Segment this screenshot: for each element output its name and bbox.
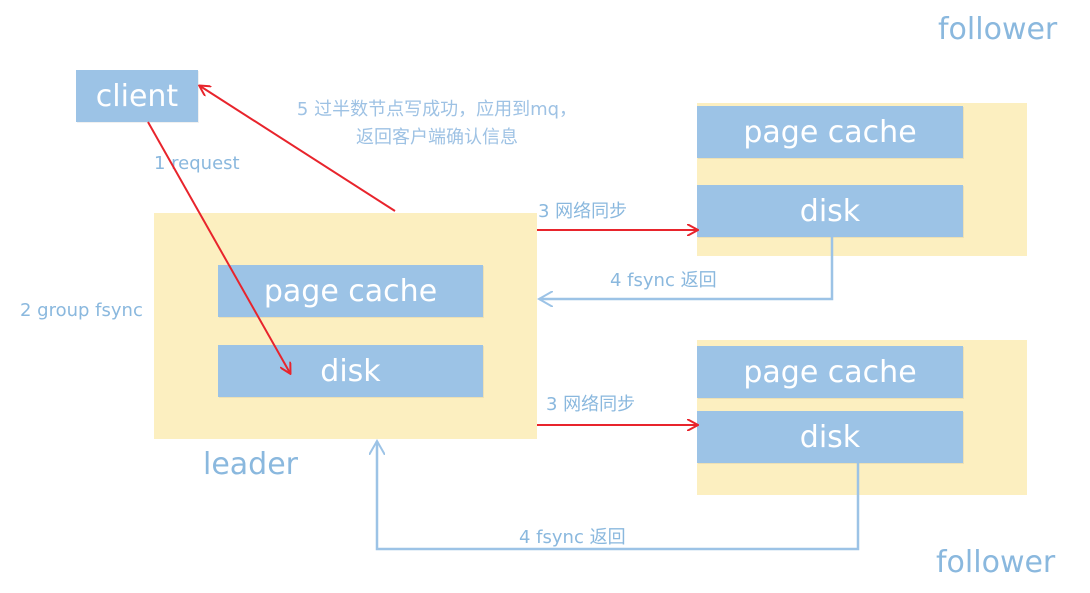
step-fsync-return-bottom-label: 4 fsync 返回	[519, 527, 626, 548]
arrow-request	[147, 121, 290, 373]
arrow-fsync-return-top	[539, 237, 834, 299]
step-ack-line1: 5 过半数节点写成功，应用到mq，	[296, 99, 578, 120]
step-sync-top-label: 3 网络同步	[538, 201, 628, 222]
leader-page-cache: page cache	[218, 265, 483, 317]
follower-label-top: follower	[938, 12, 1058, 47]
arrow-ack	[200, 86, 396, 212]
arrow-fsync-return-bottom	[377, 441, 860, 551]
client-box: client	[76, 70, 198, 122]
step-group-fsync-label: 2 group fsync	[20, 300, 143, 321]
step-sync-bottom-label: 3 网络同步	[546, 394, 636, 415]
follower-top-disk: disk	[697, 185, 963, 237]
follower-top-page-cache: page cache	[697, 106, 963, 158]
follower-label-bottom: follower	[936, 545, 1056, 580]
follower-bottom-page-cache: page cache	[697, 346, 963, 398]
step-ack-note: 5 过半数节点写成功，应用到mq， 返回客户端确认信息	[242, 96, 632, 152]
follower-bottom-disk: disk	[697, 411, 963, 463]
leader-label: leader	[203, 447, 299, 482]
step-ack-line2: 返回客户端确认信息	[356, 127, 518, 148]
step-fsync-return-top-label: 4 fsync 返回	[610, 270, 717, 291]
leader-node	[154, 213, 537, 439]
leader-disk: disk	[218, 345, 483, 397]
